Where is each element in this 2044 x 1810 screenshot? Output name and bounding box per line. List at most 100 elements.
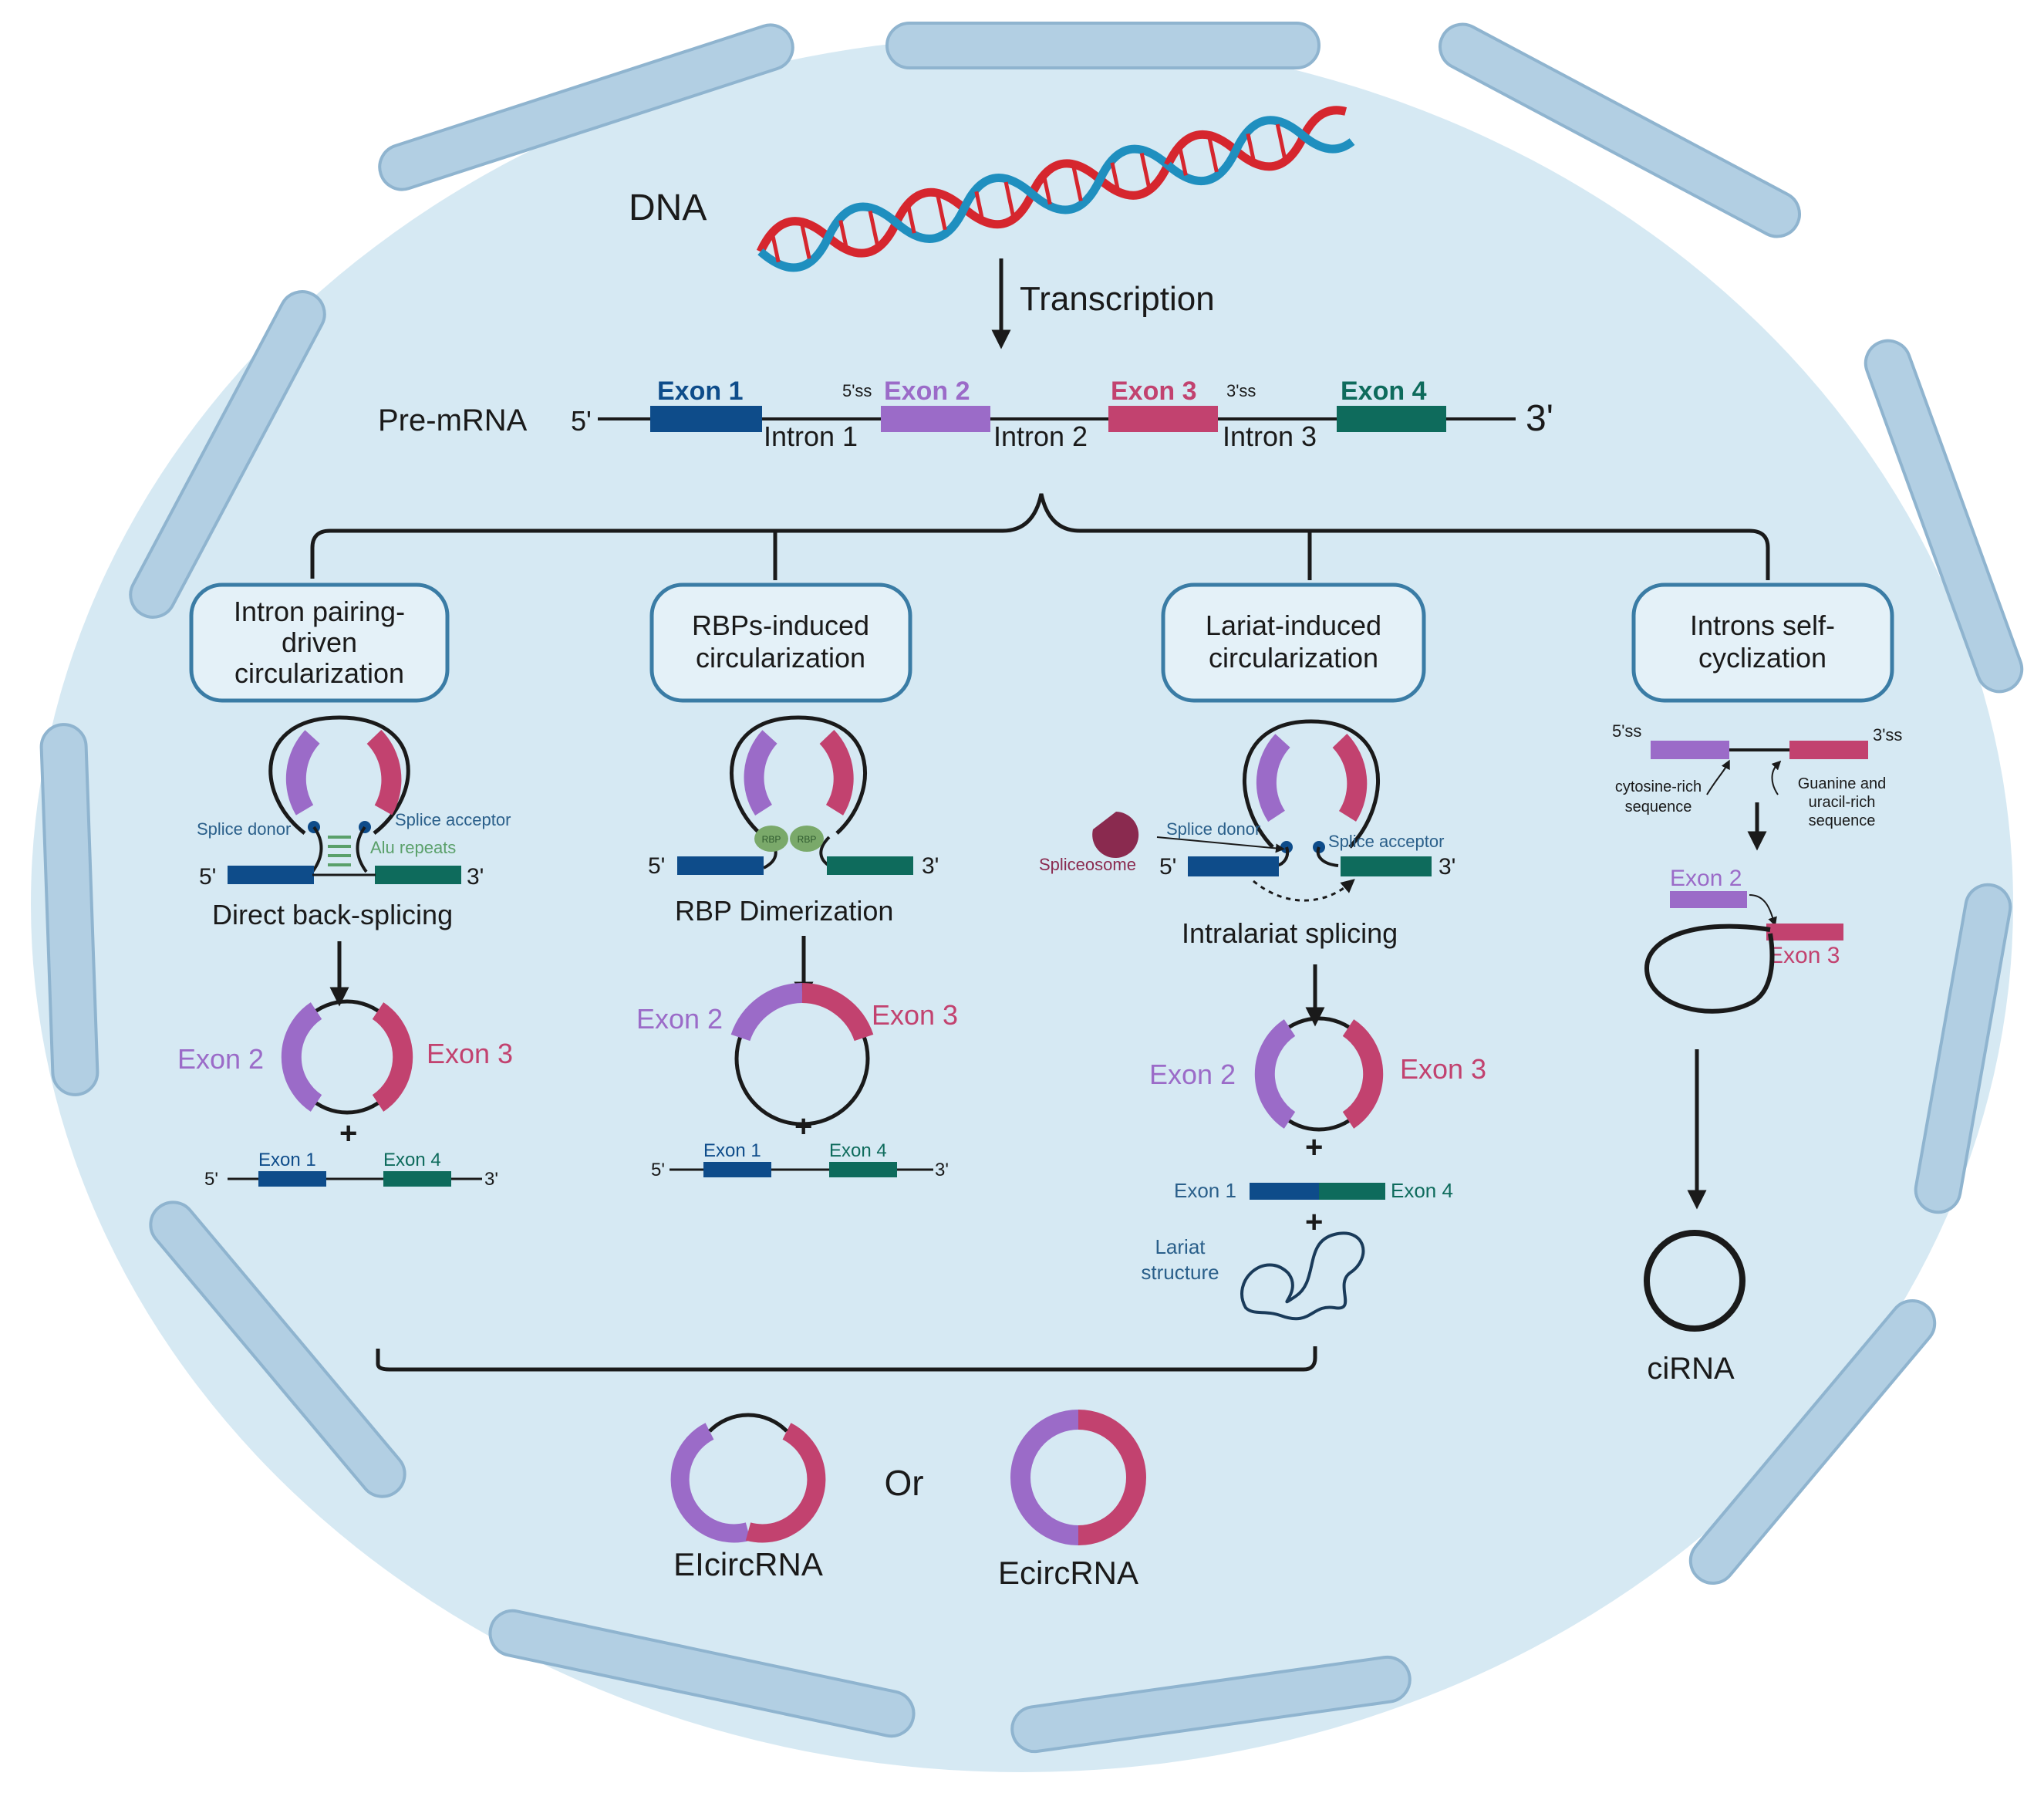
- panel3-splice-acceptor-label: Splice acceptor: [1328, 832, 1444, 851]
- panel4-3ss-label: 3'ss: [1873, 725, 1902, 745]
- pre-mrna-intron2-label: Intron 2: [993, 420, 1088, 452]
- pre-mrna-5ss-label: 5'ss: [842, 381, 872, 400]
- panel4-title-line1: Introns self-: [1690, 610, 1835, 641]
- pre-mrna-3ss-label: 3'ss: [1226, 381, 1256, 400]
- panel2-rbp-structure: [677, 715, 913, 875]
- panel4-cytosine-line1: cytosine-rich: [1615, 778, 1702, 795]
- panel1-exon3-label: Exon 3: [427, 1038, 513, 1069]
- panel4-exon3-bar: [1766, 924, 1843, 940]
- panel2-product-exon1: Exon 1: [703, 1140, 761, 1161]
- product-brace: [376, 1346, 1317, 1372]
- panel3-lariat-line1: Lariat: [1155, 1235, 1206, 1258]
- panel1-product-5prime: 5': [204, 1169, 218, 1190]
- dna-label: DNA: [629, 187, 707, 228]
- pre-mrna-label: Pre-mRNA: [378, 404, 528, 437]
- panel3-plus-2: +: [1305, 1205, 1323, 1239]
- panel4-cytosine-line2: sequence: [1625, 799, 1692, 816]
- panel2-exon2-label: Exon 2: [636, 1003, 723, 1035]
- panel1-title-line3: circularization: [234, 657, 404, 689]
- panel4-guanine-line1: Guanine and: [1798, 775, 1887, 792]
- panel3-title-line2: circularization: [1209, 642, 1378, 674]
- panel1-circrna-icon: [281, 999, 413, 1115]
- lariat-structure-icon: [1240, 1231, 1365, 1321]
- elcircrna-label: EIcircRNA: [673, 1546, 823, 1582]
- ecircrna-label: EcircRNA: [998, 1555, 1138, 1591]
- panel1-splice-acceptor-label: Splice acceptor: [395, 810, 511, 829]
- dna-helix-icon: [756, 106, 1355, 272]
- rbp-label-left: RBP: [762, 834, 781, 845]
- panel2-title-line1: RBPs-induced: [692, 610, 869, 641]
- panel4-intron-structure: [1651, 741, 1868, 795]
- panel4-guanine-line2: uracil-rich: [1809, 794, 1876, 811]
- pre-mrna-exon3-label: Exon 3: [1111, 377, 1196, 406]
- panel1-alu-label: Alu repeats: [370, 838, 456, 857]
- panel2-plus: +: [794, 1109, 812, 1143]
- panel4-join-arrow: [1749, 894, 1777, 927]
- pre-mrna-5prime: 5': [571, 405, 592, 437]
- panel4-title-box: Introns self- cyclization: [1631, 583, 1894, 703]
- panel1-title-line1: Intron pairing-: [234, 596, 405, 627]
- panel4-exon3-label: Exon 3: [1768, 943, 1840, 968]
- panel2-linear-product: [670, 1162, 933, 1177]
- panel1-5prime: 5': [199, 864, 216, 890]
- panel2-title-line2: circularization: [696, 642, 865, 674]
- panel3-product-exon1: Exon 1: [1174, 1179, 1236, 1202]
- panel2-3prime: 3': [922, 853, 939, 879]
- panel2-circrna-icon: [730, 983, 874, 1126]
- pre-mrna-exon2-label: Exon 2: [884, 377, 970, 406]
- panel3-step-label: Intralariat splicing: [1182, 917, 1398, 949]
- transcription-label: Transcription: [1020, 280, 1215, 318]
- spliceosome-icon: [1092, 812, 1139, 858]
- panel1-exon2-label: Exon 2: [177, 1043, 264, 1075]
- panel1-title-line2: driven: [282, 626, 357, 658]
- ecircrna-icon: [1010, 1410, 1146, 1545]
- pre-mrna-3prime: 3': [1526, 398, 1553, 439]
- or-label: Or: [884, 1463, 923, 1503]
- panel2-5prime: 5': [648, 853, 665, 879]
- nuclear-membrane: [39, 22, 2024, 1754]
- panel2-step-label: RBP Dimerization: [675, 895, 893, 927]
- rbp-dimer-icon: RBP RBP: [754, 826, 824, 852]
- cirna-circle-icon: [1644, 1230, 1745, 1332]
- panel3-3prime: 3': [1439, 854, 1455, 880]
- panel1-product-exon4: Exon 4: [383, 1150, 441, 1170]
- panel4-5ss-label: 5'ss: [1612, 721, 1641, 741]
- panel2-exon3-label: Exon 3: [872, 999, 958, 1031]
- panel3-title-line1: Lariat-induced: [1206, 610, 1381, 641]
- pre-mrna-exon4-label: Exon 4: [1341, 377, 1427, 406]
- pre-mrna-intron3-label: Intron 3: [1223, 420, 1317, 452]
- spliceosome-label: Spliceosome: [1039, 855, 1136, 874]
- panel4-intron-loop: [1644, 924, 1775, 1014]
- panel1-product-3prime: 3': [484, 1169, 498, 1190]
- pre-mrna-exon3: [1108, 406, 1218, 432]
- panel4-exon2-bar: [1670, 891, 1747, 908]
- elcircrna-icon: [670, 1413, 826, 1543]
- panel3-5prime: 5': [1159, 854, 1176, 880]
- cell-nucleus: [31, 36, 2013, 1772]
- pre-mrna-exon4: [1337, 406, 1446, 432]
- panel1-pairing-structure: [228, 715, 461, 884]
- panel3-circrna-icon: [1254, 1016, 1384, 1132]
- panel1-step-label: Direct back-splicing: [212, 899, 453, 930]
- panel1-linear-product: [228, 1171, 482, 1187]
- panel1-3prime: 3': [467, 864, 484, 890]
- panel1-plus: +: [339, 1116, 357, 1150]
- panel3-plus: +: [1305, 1130, 1323, 1164]
- panel3-exon3-label: Exon 3: [1400, 1053, 1486, 1085]
- panel3-title-box: Lariat-induced circularization: [1161, 583, 1426, 703]
- panel3-lariat-line2: structure: [1141, 1261, 1219, 1284]
- panel3-lariat-structure: [1156, 719, 1432, 902]
- panel3-product-exon4: Exon 4: [1391, 1179, 1453, 1202]
- panel2-product-exon4: Exon 4: [829, 1140, 887, 1161]
- panel4-product-label: ciRNA: [1647, 1352, 1735, 1386]
- panel4-guanine-line3: sequence: [1809, 812, 1876, 829]
- pre-mrna-intron1-label: Intron 1: [764, 420, 858, 452]
- pre-mrna-exon2: [881, 406, 990, 432]
- panel4-title-line2: cyclization: [1698, 642, 1826, 674]
- panel2-product-3prime: 3': [935, 1160, 949, 1180]
- pre-mrna-exon1: [650, 406, 762, 432]
- panel1-product-exon1: Exon 1: [258, 1150, 316, 1170]
- panel2-product-5prime: 5': [651, 1160, 665, 1180]
